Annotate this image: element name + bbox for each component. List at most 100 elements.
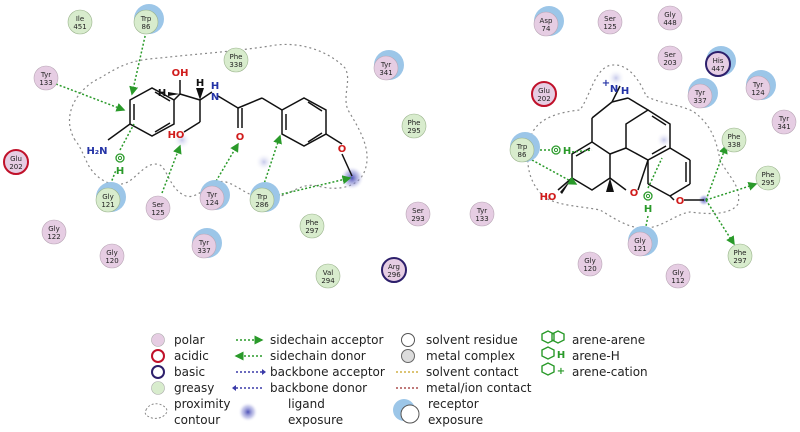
residue-name: Gly <box>102 193 114 201</box>
legend-arrow-head <box>262 369 266 375</box>
residue-disc <box>405 201 431 227</box>
residue-name: Phe <box>734 249 747 257</box>
legend-label-polar: polar <box>174 333 205 347</box>
residue-number: 120 <box>583 265 596 273</box>
legend-label-metal-ion-contact: metal/ion contact <box>426 381 532 395</box>
legend-arrow-head <box>232 385 236 391</box>
residue-disc <box>745 75 771 101</box>
arene-h-label: H <box>563 146 571 157</box>
legend-swatch-arene-arene <box>541 330 565 344</box>
residue-number: 122 <box>47 233 60 241</box>
residue-disc <box>95 187 121 213</box>
residue-disc <box>249 187 275 213</box>
residue-name: Gly <box>48 225 60 233</box>
residue-number: 125 <box>151 209 164 217</box>
legend-label-sidechain-donor: sidechain donor <box>270 349 366 363</box>
residue-number: 297 <box>305 227 318 235</box>
atom-hydroxyl: OH <box>172 68 189 79</box>
legend-label-sidechain-acceptor: sidechain acceptor <box>270 333 383 347</box>
residue-disc <box>727 243 753 269</box>
residue-disc <box>705 51 731 77</box>
stereo-wedge <box>606 178 614 192</box>
residue-number: 295 <box>407 127 420 135</box>
residue-number: 341 <box>379 69 392 77</box>
atom-hydrogen: H <box>158 88 166 99</box>
residue-name: Trp <box>140 15 152 23</box>
legend: polar acidic basic greasy proximity cont… <box>144 330 648 427</box>
right-diagram: N + H HO O O H H <box>527 64 758 246</box>
legend-swatch-basic <box>151 365 165 379</box>
residue-name: Phe <box>306 219 319 227</box>
residue-name: Phe <box>762 171 775 179</box>
atom-hydrogen: H <box>196 78 204 89</box>
residue-disc <box>145 195 171 221</box>
residue-disc <box>509 137 535 163</box>
atom-methoxy-oxygen: O <box>338 144 347 155</box>
residue-name: Tyr <box>380 61 391 69</box>
atom-amide-hydrogen: H <box>211 81 219 92</box>
legend-swatch-receptor-exposure <box>393 399 420 424</box>
residue-disc <box>3 149 29 175</box>
legend-arene-cation-letter: + <box>557 366 565 377</box>
residue-disc <box>381 257 407 283</box>
legend-label-proximity: proximity <box>174 397 231 411</box>
residue-disc <box>199 185 225 211</box>
ligand-exposure-blob <box>340 166 364 190</box>
arene-h-label: H <box>116 166 124 177</box>
residue-disc <box>665 263 691 289</box>
ligand-exposure-blob <box>255 153 273 171</box>
legend-swatch-arene-h: H <box>541 346 565 361</box>
left-ligand-structure <box>107 80 353 177</box>
residue-disc <box>67 9 93 35</box>
residue-name: Ser <box>152 201 164 209</box>
legend-swatch-metal-complex <box>401 349 415 363</box>
residue-disc <box>627 231 653 257</box>
residue-disc <box>721 127 747 153</box>
atom-ring-oxygen: O <box>630 188 639 199</box>
residue-disc <box>577 251 603 277</box>
atom-amine-nitrogen: N <box>610 84 618 95</box>
residue-disc <box>33 65 59 91</box>
residue-disc <box>191 233 217 259</box>
residue-number: 125 <box>603 23 616 31</box>
residue-disc <box>99 243 125 269</box>
legend-label-contour: contour <box>174 413 220 427</box>
residue-disc <box>133 9 159 35</box>
residue-name: Glu <box>10 155 22 163</box>
residue-number: 202 <box>9 163 22 171</box>
legend-swatch-polar <box>151 333 165 347</box>
residue-name: Trp <box>256 193 268 201</box>
residue-number: 286 <box>255 201 269 209</box>
residue-disc <box>687 83 713 109</box>
atom-charge-plus: + <box>602 78 610 89</box>
residue-name: Tyr <box>476 207 487 215</box>
ligand-exposure-blob <box>173 131 191 149</box>
residue-number: 121 <box>101 201 114 209</box>
arene-h-label: H <box>644 204 652 215</box>
legend-label-solvent-contact: solvent contact <box>426 365 519 379</box>
legend-swatch-arene-cation: + <box>541 362 565 377</box>
residue-name: Tyr <box>752 81 763 89</box>
atom-carbonyl-oxygen: O <box>236 132 245 143</box>
residue-disc <box>315 263 341 289</box>
legend-label-basic: basic <box>174 365 205 379</box>
legend-label-receptor: receptor <box>428 397 479 411</box>
legend-swatch-solvent-residue <box>401 333 415 347</box>
residue-disc <box>223 47 249 73</box>
residue-name: Asp <box>540 17 553 25</box>
ligand-exposure-blob <box>656 132 672 148</box>
